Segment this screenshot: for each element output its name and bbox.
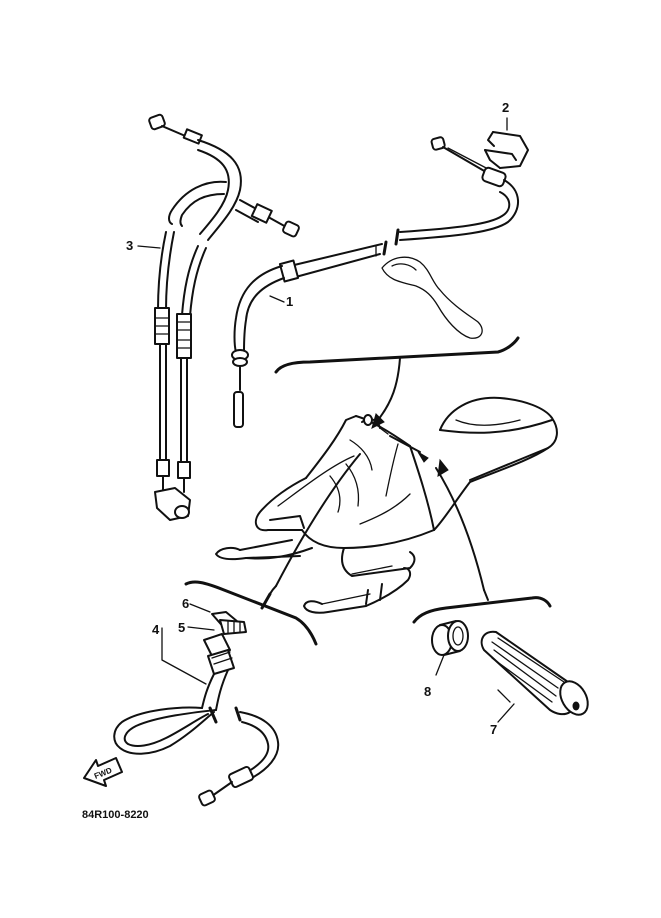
cable-assembly-1 [231, 136, 519, 428]
grip-part-7 [480, 630, 589, 716]
clip-part-2 [484, 117, 529, 169]
view-bracket-left-stem [260, 592, 272, 610]
callouts: 1 2 3 4 5 6 7 8 [126, 100, 515, 737]
callout-4: 4 [152, 622, 160, 637]
callout-7: 7 [490, 722, 497, 737]
view-bracket-top [274, 336, 520, 374]
callout-3: 3 [126, 238, 133, 253]
view-bracket-right [412, 596, 552, 624]
fwd-arrow-icon [83, 757, 123, 787]
callout-2: 2 [502, 100, 509, 115]
drawing-number: 84R100-8220 [82, 809, 149, 821]
view-arrow-top [377, 357, 401, 421]
cable-assembly-3 [148, 113, 300, 521]
callout-6: 6 [182, 596, 189, 611]
view-bracket-left [184, 580, 318, 646]
snowmobile-body [215, 396, 558, 614]
callout-8: 8 [424, 684, 431, 699]
callout-1: 1 [286, 294, 293, 309]
sleeve-part-8 [431, 620, 469, 676]
speedometer-cable-4 [113, 603, 280, 807]
callout-5: 5 [178, 620, 185, 635]
